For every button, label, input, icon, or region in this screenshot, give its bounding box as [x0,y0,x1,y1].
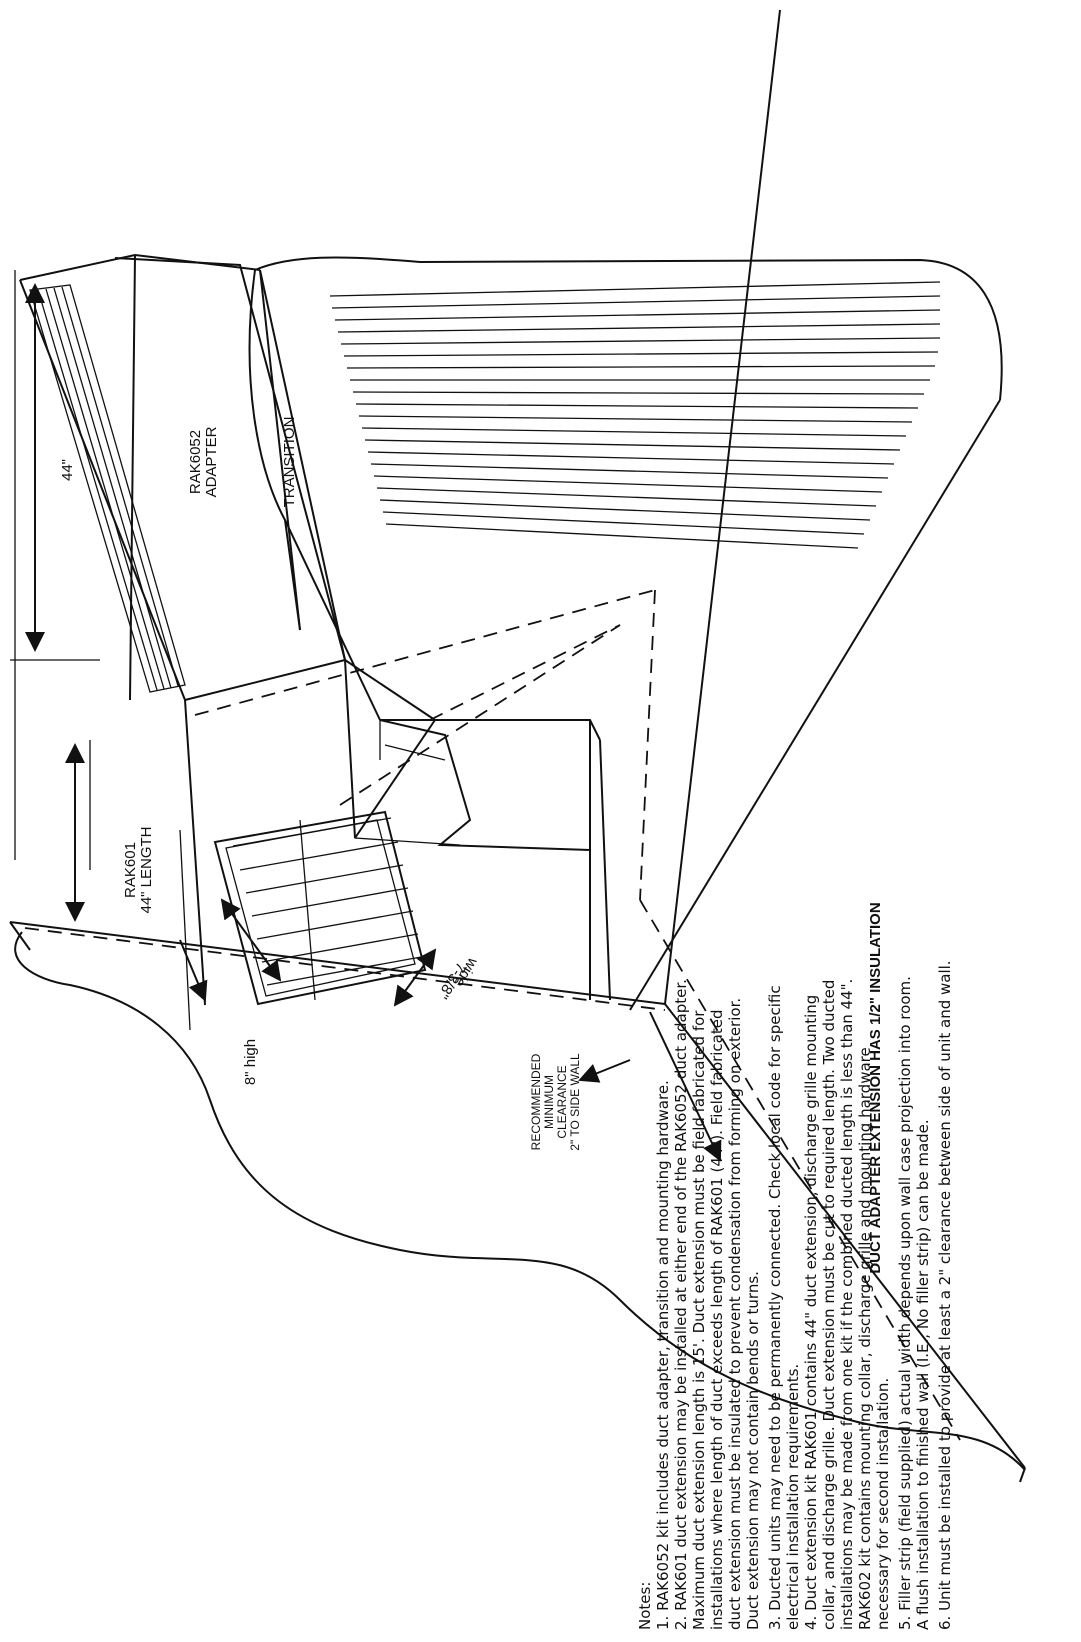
rak601-label-line1: RAK601 [122,842,139,898]
note-line: installations may be made from one kit i… [838,979,856,1630]
clearance-label-line2: MINIMUM [542,1075,556,1129]
notes-header: Notes: [636,1582,654,1630]
clearance-label-line3: CLEARANCE [555,1065,569,1138]
note-line: 6. Unit must be installed to provide at … [936,960,954,1630]
ptac-unit [248,256,1003,1011]
note-line: installations where length of duct excee… [708,1010,726,1631]
rak601-label-line2: 44" LENGTH [138,826,155,913]
notes-block: Notes: 1. RAK6052 kit includes duct adap… [636,960,954,1630]
duct-adapter [19,254,346,701]
note-line: necessary for second installation. [874,1378,892,1630]
height-8-label: 8" high [242,1039,259,1085]
note-line: 3. Ducted units may need to be permanent… [766,985,784,1630]
side-wall [9,9,1026,1483]
rak6052-label-line2: ADAPTER [203,426,220,497]
dim-44-label: 44" [59,459,76,481]
note-line: 5. Filler strip (field supplied) actual … [896,976,914,1630]
note-line: electrical installation requirements. [784,1364,802,1630]
note-line: Duct extension may not contain bends or … [744,1271,762,1630]
insulation-label: DUCT ADAPTER EXTENSION HAS 1/2" INSULATI… [867,902,884,1273]
rak6052-label-line1: RAK6052 [187,430,204,494]
note-line: collar, and discharge grille. Duct exten… [820,980,838,1630]
note-line: duct extension must be insulated to prev… [726,998,744,1630]
transition-label: TRANSITION [281,417,298,508]
note-line: 1. RAK6052 kit includes duct adapter, tr… [654,1080,672,1630]
note-line: RAK602 kit contains mounting collar, dis… [856,1047,874,1630]
clearance-label-line1: RECOMMENDED [529,1053,543,1150]
note-line: 4. Duct extension kit RAK601 contains 44… [802,995,820,1630]
note-line: A flush installation to finished wall (I… [914,1119,932,1630]
clearance-label-line4: 2" TO SIDE WALL [568,1053,582,1151]
note-line: 2. RAK601 duct extension may be installe… [672,979,690,1630]
note-line: Maximum duct extension length is 15'. Du… [690,1010,708,1630]
dimension-lines [10,270,722,1162]
